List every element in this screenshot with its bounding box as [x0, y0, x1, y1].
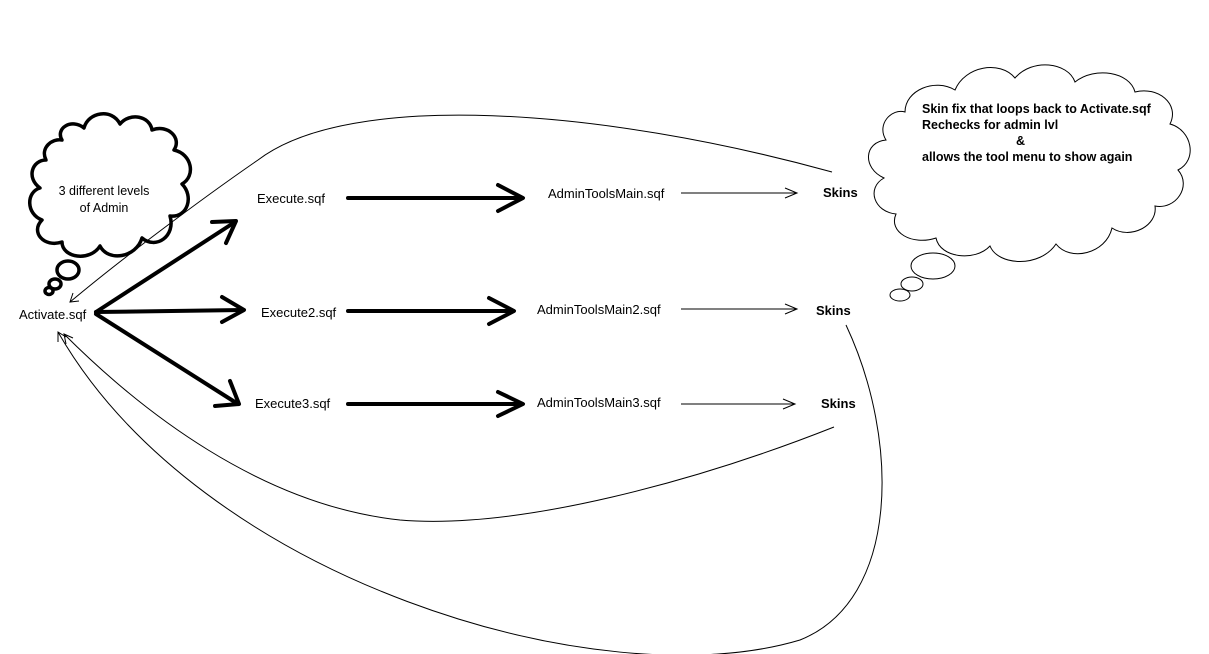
thought-bubble-text: 3 different levels of Admin	[52, 183, 156, 217]
node-activate: Activate.sqf	[19, 307, 87, 322]
note-line-4: allows the tool menu to show again	[922, 150, 1133, 164]
loop-back-curves	[57, 114, 883, 654]
node-admin-tools-main2: AdminToolsMain2.sqf	[537, 302, 661, 317]
thin-arrows	[681, 187, 799, 410]
note-line-3: &	[1016, 134, 1026, 148]
node-execute3: Execute3.sqf	[255, 396, 331, 411]
node-skins-2: Skins	[816, 303, 851, 318]
note-line-2: Rechecks for admin lvl	[922, 118, 1059, 132]
skin-fix-note-cloud	[868, 64, 1191, 302]
thick-arrows	[94, 183, 525, 418]
node-skins-1: Skins	[823, 185, 858, 200]
node-admin-tools-main3: AdminToolsMain3.sqf	[537, 395, 661, 410]
node-admin-tools-main: AdminToolsMain.sqf	[548, 186, 665, 201]
thought-line-1: 3 different levels	[58, 184, 150, 198]
node-execute1: Execute.sqf	[257, 191, 325, 206]
admin-levels-thought-bubble	[28, 112, 193, 297]
node-skins-3: Skins	[821, 396, 856, 411]
note-line-1: Skin fix that loops back to Activate.sqf	[922, 102, 1151, 116]
thought-line-2: of Admin	[79, 201, 129, 215]
node-execute2: Execute2.sqf	[261, 305, 337, 320]
